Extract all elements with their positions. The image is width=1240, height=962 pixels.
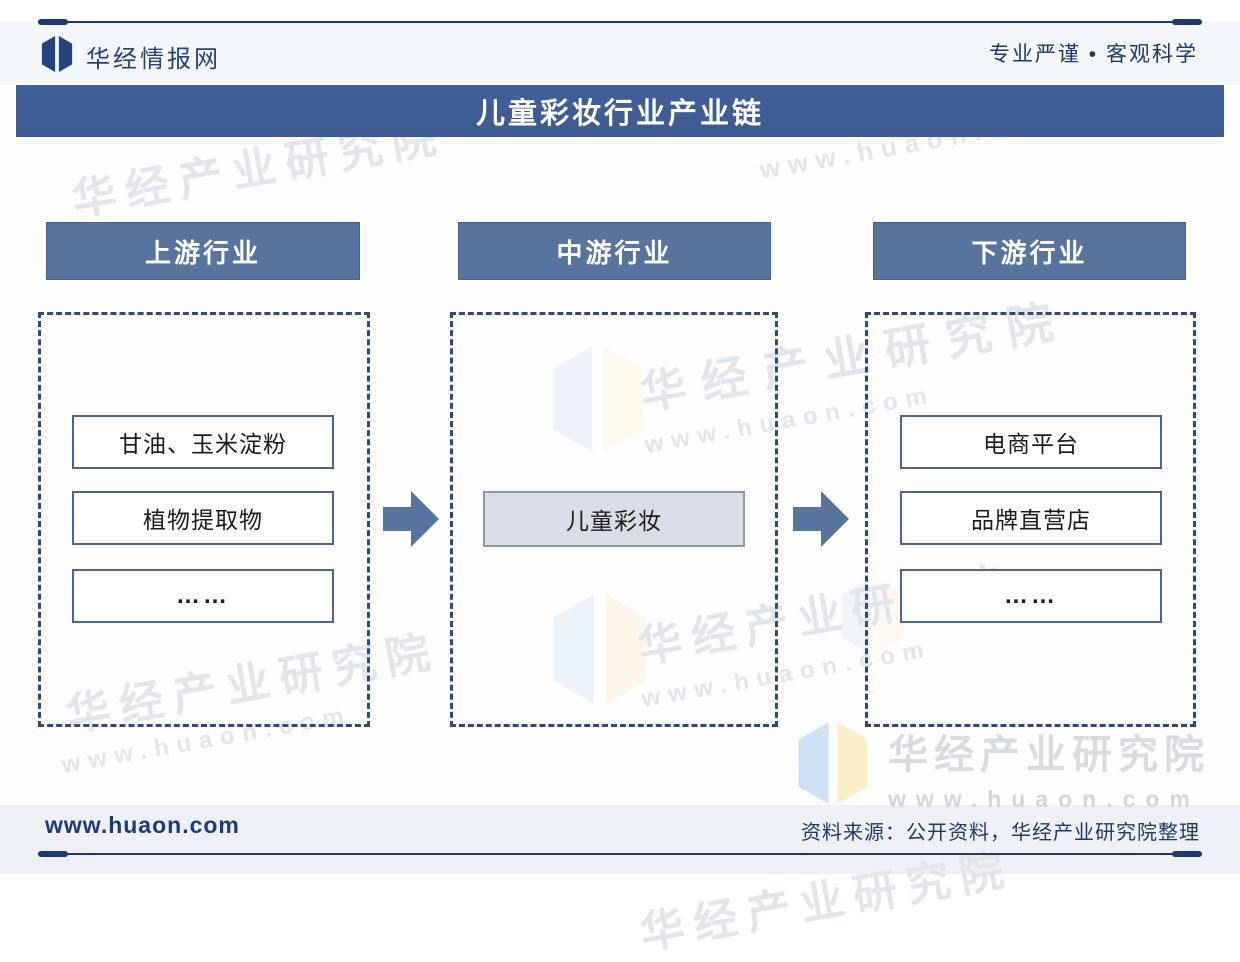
- upstream-item: 甘油、玉米淀粉: [72, 415, 334, 469]
- footer-strip: [0, 805, 1240, 874]
- page-title: 儿童彩妆行业产业链: [475, 98, 764, 130]
- footer-source-note: 资料来源：公开资料，华经产业研究院整理: [801, 822, 1200, 844]
- upstream-group-box: [38, 312, 370, 727]
- flow-arrow-right-icon: [383, 487, 441, 551]
- top-strip: [0, 0, 1240, 85]
- title-band: 儿童彩妆行业产业链: [16, 85, 1224, 137]
- upstream-item-ellipsis: ……: [72, 569, 334, 623]
- open-book-icon: [40, 34, 74, 79]
- bottom-rule: [38, 851, 1202, 857]
- brand: 华经情报网: [40, 34, 221, 79]
- downstream-item-ellipsis: ……: [900, 569, 1162, 623]
- brand-name: 华经情报网: [86, 46, 221, 73]
- downstream-header: 下游行业: [873, 222, 1186, 280]
- footer-site-url: www.huaon.com: [45, 812, 240, 838]
- downstream-item: 电商平台: [900, 415, 1162, 469]
- midstream-header: 中游行业: [458, 222, 771, 280]
- flow-arrow-right-icon: [793, 487, 851, 551]
- top-rule: [38, 19, 1202, 25]
- upstream-header: 上游行业: [46, 222, 360, 280]
- upstream-item: 植物提取物: [72, 491, 334, 545]
- midstream-group-box: [450, 312, 778, 727]
- downstream-group-box: [865, 312, 1196, 727]
- brand-slogan: 专业严谨 • 客观科学: [988, 43, 1198, 66]
- midstream-item: 儿童彩妆: [483, 491, 745, 547]
- downstream-item: 品牌直营店: [900, 491, 1162, 545]
